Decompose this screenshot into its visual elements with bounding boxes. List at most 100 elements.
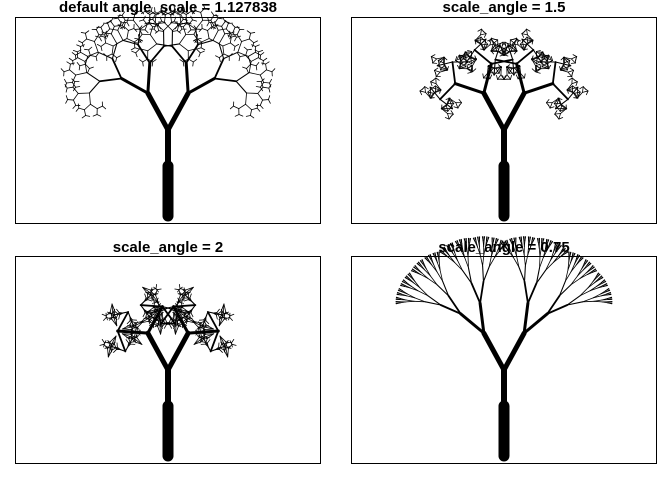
tree-branch — [121, 24, 126, 30]
tree-branch — [492, 39, 499, 45]
tree-branch — [519, 236, 522, 242]
tree-branch — [72, 57, 79, 62]
tree-branch — [215, 314, 218, 320]
tree-branch — [111, 53, 118, 59]
tree-branch — [541, 55, 547, 58]
tree-branch — [154, 308, 160, 313]
tree-branch — [436, 56, 446, 67]
tree-branch — [238, 56, 241, 62]
tree-branch — [126, 320, 131, 325]
tree-branch — [434, 85, 440, 89]
tree-branch — [227, 343, 233, 350]
tree-branch — [119, 25, 123, 30]
tree-branch — [200, 330, 207, 335]
tree-branch — [407, 273, 412, 278]
tree-branch — [98, 77, 123, 83]
tree-branch — [592, 270, 598, 273]
tree-branch — [156, 43, 173, 47]
tree-branch — [465, 49, 476, 64]
tree-branch — [582, 265, 589, 271]
tree-branch — [211, 26, 217, 29]
tree-branch — [411, 269, 416, 273]
tree-branch — [152, 15, 156, 20]
tree-branch — [174, 11, 181, 16]
tree-branch — [131, 322, 136, 328]
tree-branch — [184, 315, 191, 318]
tree-branch — [590, 266, 595, 270]
tree-branch — [421, 272, 429, 279]
tree-branch — [190, 308, 193, 314]
tree-branch — [154, 324, 160, 328]
tree-branch — [224, 345, 229, 358]
tree-branch — [491, 241, 494, 249]
tree-branch — [457, 259, 463, 271]
tree-branch — [96, 105, 103, 110]
tree-branch — [95, 52, 99, 57]
tree-branch — [179, 59, 184, 63]
tree-branch — [139, 317, 151, 324]
tree-branch — [584, 260, 589, 265]
tree-branch — [427, 277, 438, 286]
tree-branch — [104, 341, 111, 344]
tree-branch — [85, 115, 91, 117]
tree-branch — [169, 319, 174, 326]
tree-branch — [157, 326, 162, 335]
tree-branch — [145, 90, 171, 133]
tree-branch — [121, 14, 126, 21]
tree-branch — [605, 290, 611, 293]
tree-branch — [202, 3, 206, 9]
tree-branch — [246, 48, 252, 51]
tree-branch — [126, 7, 132, 11]
tree-branch — [143, 297, 147, 303]
tree-branch — [169, 317, 172, 323]
tree-branch — [152, 59, 157, 63]
tree-branch — [185, 304, 196, 319]
tree-branch — [200, 41, 203, 49]
tree-branch — [428, 259, 433, 266]
tree-branch — [87, 51, 99, 57]
tree-branch — [103, 342, 105, 348]
tree-branch — [147, 293, 154, 297]
tree-branch — [497, 64, 503, 68]
tree-branch — [111, 303, 116, 312]
tree-branch — [490, 50, 494, 55]
tree-branch — [130, 329, 136, 334]
tree-branch — [260, 78, 265, 83]
tree-branch — [126, 38, 135, 43]
tree-branch — [506, 74, 511, 80]
tree-branch — [404, 276, 410, 281]
tree-branch — [527, 34, 534, 42]
tree-branch — [489, 38, 492, 46]
tree-branch — [172, 319, 177, 326]
tree-branch — [147, 299, 153, 302]
tree-branch — [200, 320, 207, 324]
tree-branch — [433, 69, 441, 73]
tree-branch — [179, 11, 186, 16]
tree-branch — [133, 28, 138, 32]
tree-branch — [473, 48, 493, 65]
tree-branch — [572, 91, 578, 99]
tree-branch — [429, 92, 434, 99]
tree-branch — [213, 25, 217, 30]
tree-branch — [516, 38, 521, 42]
tree-branch — [112, 39, 124, 47]
tree-branch — [494, 44, 500, 48]
tree-branch — [186, 76, 217, 95]
tree-branch — [453, 106, 459, 109]
tree-branch — [571, 77, 576, 82]
tree-branch — [231, 339, 235, 344]
tree-branch — [222, 42, 231, 47]
tree-branch — [190, 312, 194, 318]
tree-branch — [104, 347, 110, 349]
tree-branch — [110, 17, 114, 23]
tree-branch — [84, 55, 91, 62]
tree-branch — [192, 38, 198, 42]
tree-branch — [149, 26, 154, 36]
tree-branch — [265, 61, 270, 65]
tree-branch — [548, 240, 552, 245]
tree-branch — [156, 288, 162, 291]
tree-branch — [443, 252, 449, 258]
tree-branch — [224, 32, 234, 35]
tree-branch — [64, 84, 68, 89]
tree-branch — [568, 255, 571, 263]
